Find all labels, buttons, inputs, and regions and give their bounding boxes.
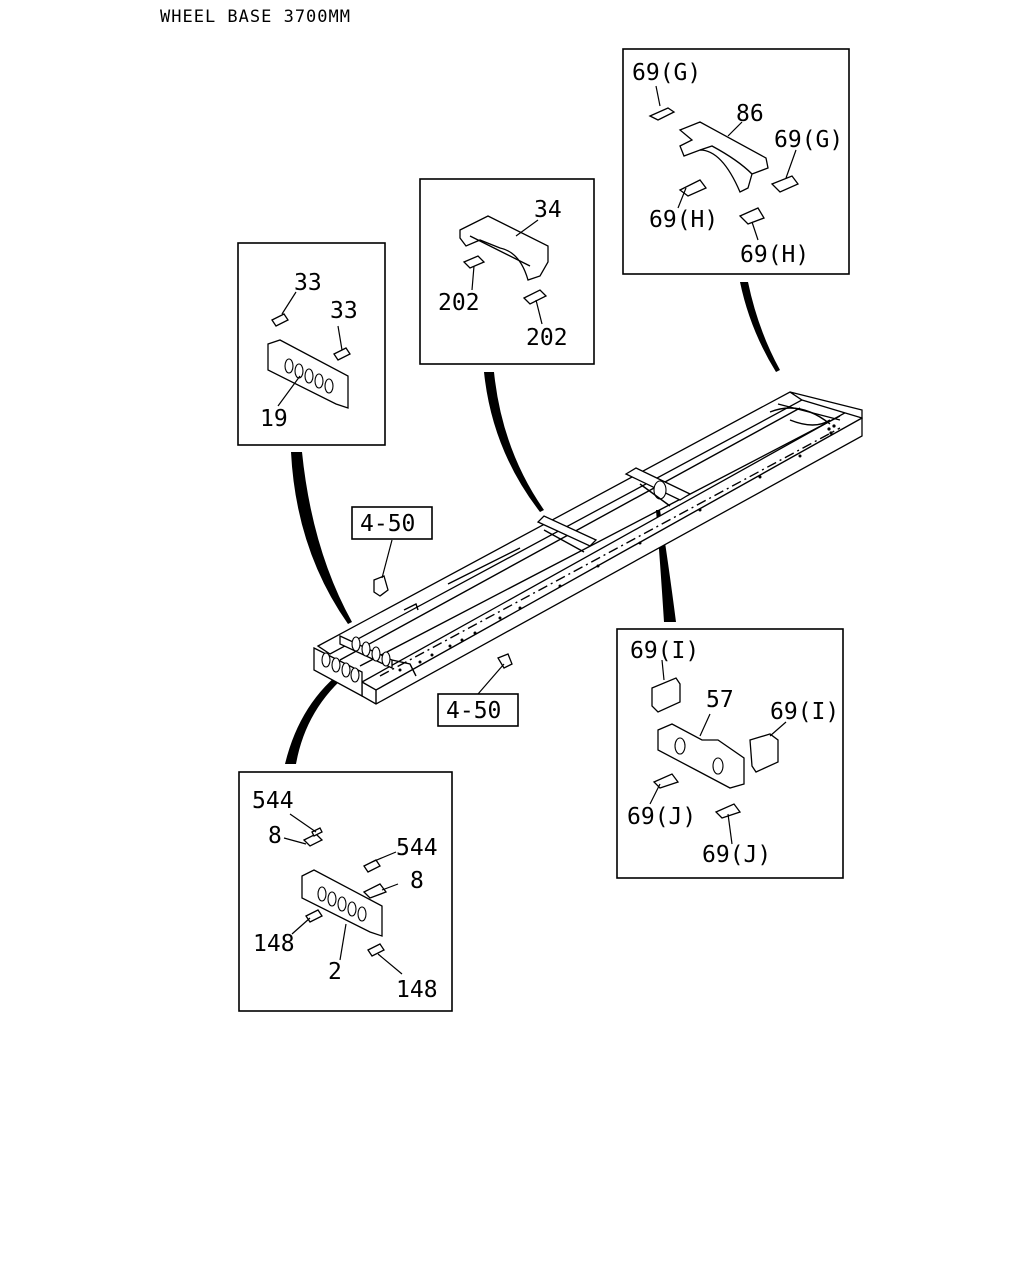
ref-2: 2 bbox=[328, 959, 342, 985]
chassis-frame bbox=[313, 391, 863, 705]
front-crossmember-holes bbox=[321, 652, 360, 683]
connector-topright bbox=[740, 282, 780, 372]
ref-148-b: 148 bbox=[396, 977, 438, 1003]
frame-bracket-lower bbox=[497, 653, 513, 669]
detail-box-topright: 69(G) 86 69(G) 69(H) 69(H) bbox=[622, 48, 850, 275]
ref-86: 86 bbox=[736, 101, 764, 127]
ref-33-b: 33 bbox=[330, 298, 358, 324]
ref-148-a: 148 bbox=[253, 931, 295, 957]
page-ref-lower[interactable]: 4-50 bbox=[437, 663, 519, 727]
svg-text:4-50: 4-50 bbox=[446, 698, 501, 724]
ref-69h-a: 69(H) bbox=[649, 207, 718, 233]
ref-69g-a: 69(G) bbox=[632, 60, 701, 86]
ref-57: 57 bbox=[706, 687, 734, 713]
connector-left bbox=[291, 452, 352, 624]
rail-bolt-holes bbox=[398, 454, 802, 672]
ref-69j-b: 69(J) bbox=[702, 842, 771, 868]
diagram-title: WHEEL BASE 3700MM bbox=[160, 7, 351, 27]
connector-middle bbox=[484, 372, 544, 512]
detail-box-bottom: 544 8 544 8 148 2 148 bbox=[238, 771, 453, 1012]
ref-69j-a: 69(J) bbox=[627, 804, 696, 830]
frame-bracket-upper bbox=[373, 575, 389, 597]
detail-box-middle: 34 202 202 bbox=[419, 178, 595, 365]
page-ref-upper[interactable]: 4-50 bbox=[351, 506, 433, 579]
ref-69i-b: 69(I) bbox=[770, 699, 839, 725]
detail-box-left: 33 33 19 bbox=[237, 242, 386, 446]
connector-bottom bbox=[285, 668, 350, 764]
detail-box-rightlower: 69(I) 57 69(I) 69(J) 69(J) bbox=[616, 628, 844, 879]
part-86 bbox=[678, 121, 769, 193]
ref-69h-b: 69(H) bbox=[740, 242, 809, 268]
ref-202-b: 202 bbox=[526, 325, 568, 351]
ref-8-b: 8 bbox=[410, 868, 424, 894]
ref-33-a: 33 bbox=[294, 270, 322, 296]
ref-8-a: 8 bbox=[268, 823, 282, 849]
ref-544-b: 544 bbox=[396, 835, 438, 861]
ref-544-a: 544 bbox=[252, 788, 294, 814]
ref-34: 34 bbox=[534, 197, 562, 223]
ref-202-a: 202 bbox=[438, 290, 480, 316]
svg-text:4-50: 4-50 bbox=[360, 511, 415, 537]
ref-69g-b: 69(G) bbox=[774, 127, 843, 153]
rear-end-crossmember bbox=[789, 391, 863, 419]
ref-69i-a: 69(I) bbox=[630, 638, 699, 664]
ref-19: 19 bbox=[260, 406, 288, 432]
middle-crossmember bbox=[536, 515, 598, 547]
